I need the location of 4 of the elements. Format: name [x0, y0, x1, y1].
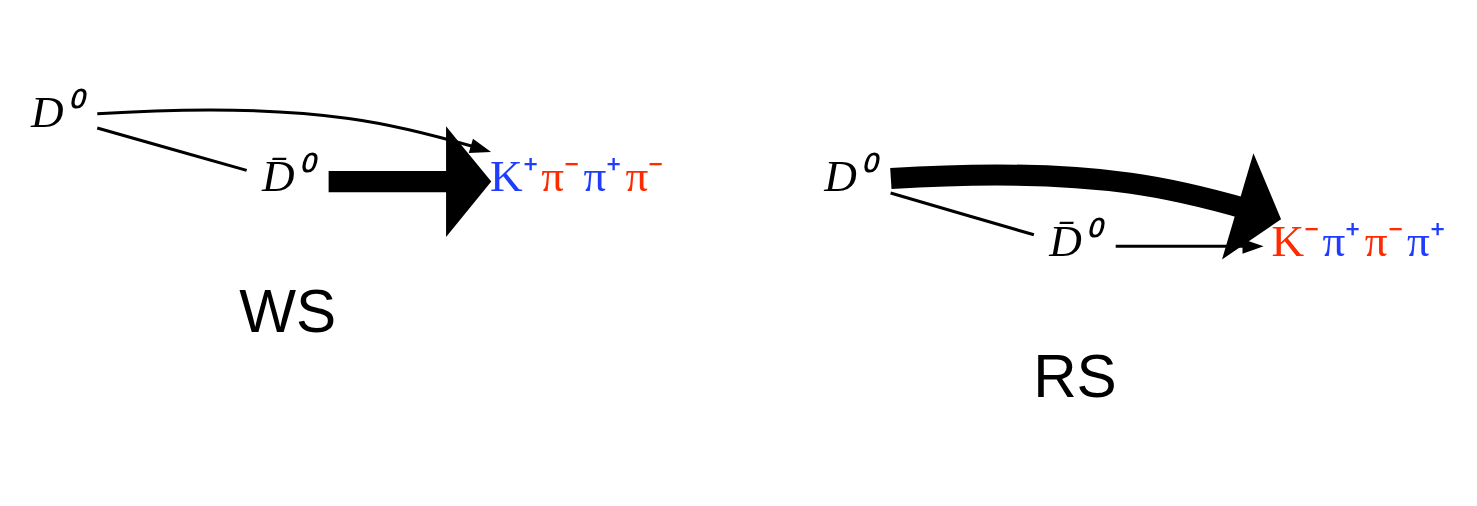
node-text: K⁻π⁺π⁻π⁺: [1271, 215, 1445, 266]
label: RS: [1033, 341, 1117, 410]
node-text: K⁺π⁻π⁺π⁻: [490, 150, 664, 201]
label: WS: [239, 276, 337, 345]
